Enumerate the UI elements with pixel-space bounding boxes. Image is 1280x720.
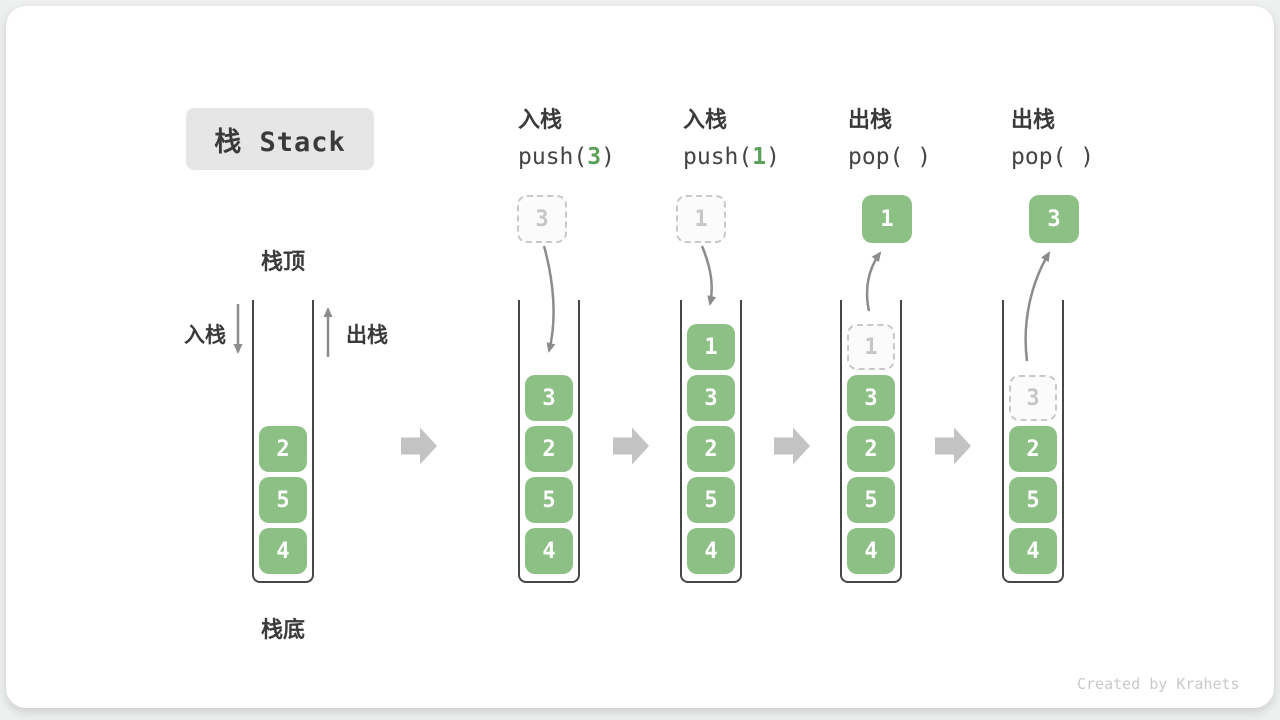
label-pop-side: 出栈: [346, 324, 388, 347]
stack-cell: 3: [687, 375, 735, 421]
stack-cell: 4: [687, 528, 735, 574]
stack-cell: 5: [525, 477, 573, 523]
op-label-push-3: 入栈 push(3): [518, 106, 688, 172]
stack-cell: 4: [259, 528, 307, 574]
stack-cell: 1: [687, 324, 735, 370]
op-cn-label: 入栈: [683, 107, 728, 132]
stack-cell: 2: [847, 426, 895, 472]
stack-cell: 5: [847, 477, 895, 523]
stack-cell: 2: [525, 426, 573, 472]
stack-state-4: 4 5 2 3 1: [840, 300, 902, 583]
code-close: ): [766, 144, 780, 170]
stack-cell: 5: [1009, 477, 1057, 523]
code-fn: push(: [683, 144, 753, 170]
float-box-push-3: 3: [517, 195, 567, 243]
label-stack-bottom: 栈底: [260, 617, 305, 642]
op-cn-label: 出栈: [1011, 107, 1056, 132]
stack-cell: 4: [525, 528, 573, 574]
code-arg: 3: [587, 144, 602, 170]
op-label-pop-1: 出栈 pop( ): [848, 106, 1018, 172]
op-code-label: pop( ): [1011, 142, 1181, 172]
stack-cell: 2: [687, 426, 735, 472]
stack-state-2: 4 5 2 3: [518, 300, 580, 583]
op-code-label: push(3): [518, 142, 688, 172]
label-stack-top: 栈顶: [260, 249, 305, 274]
code-fn: pop(: [1011, 144, 1067, 170]
op-code-label: push(1): [683, 142, 853, 172]
code-close: ): [917, 144, 932, 170]
diagram-title: 栈 Stack: [186, 108, 374, 170]
op-label-pop-3: 出栈 pop( ): [1011, 106, 1181, 172]
watermark: Created by Krahets: [1077, 675, 1240, 693]
float-box-popped-3: 3: [1029, 195, 1079, 243]
stack-state-3: 4 5 2 3 1: [680, 300, 742, 583]
label-push-side: 入栈: [184, 324, 226, 347]
stack-cell: 2: [1009, 426, 1057, 472]
stack-cell: 5: [687, 477, 735, 523]
stack-ghost-cell: 3: [1009, 375, 1057, 421]
code-close: ): [1080, 144, 1095, 170]
code-close: ): [601, 144, 615, 170]
float-box-push-1: 1: [676, 195, 726, 243]
code-arg: 1: [752, 144, 767, 170]
stack-state-1: 4 5 2: [252, 300, 314, 583]
code-fn: pop(: [848, 144, 904, 170]
op-cn-label: 入栈: [518, 107, 563, 132]
stack-ghost-cell: 1: [847, 324, 895, 370]
op-cn-label: 出栈: [848, 107, 893, 132]
code-fn: push(: [518, 144, 588, 170]
stack-cell: 3: [525, 375, 573, 421]
float-box-popped-1: 1: [862, 195, 912, 243]
stack-cell: 4: [1009, 528, 1057, 574]
stack-cell: 4: [847, 528, 895, 574]
stack-state-5: 4 5 2 3: [1002, 300, 1064, 583]
code-arg: [903, 144, 917, 170]
stack-cell: 5: [259, 477, 307, 523]
code-arg: [1066, 144, 1080, 170]
stack-cell: 3: [847, 375, 895, 421]
op-code-label: pop( ): [848, 142, 1018, 172]
op-label-push-1: 入栈 push(1): [683, 106, 853, 172]
stack-cell: 2: [259, 426, 307, 472]
